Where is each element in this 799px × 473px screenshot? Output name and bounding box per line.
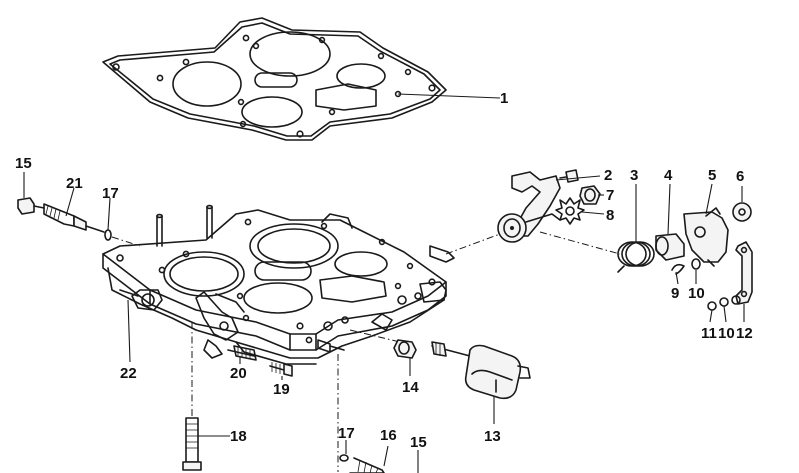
callout-labels: 1 2 7 8 3 4 5 6 9 10 11 10 12 15 21 17 2… [15, 90, 753, 451]
seal-part-14 [349, 329, 417, 359]
bushing-part-7 [579, 185, 601, 205]
callout-17-top: 17 [102, 185, 119, 202]
callout-6: 6 [736, 168, 744, 185]
callout-13: 13 [484, 428, 501, 445]
washer-part-10-top [691, 258, 701, 270]
adjust-screw-part-19 [269, 362, 293, 377]
washer-part-11 [707, 301, 717, 311]
callout-7: 7 [606, 187, 614, 204]
callout-12: 12 [736, 325, 753, 342]
callout-17-bottom: 17 [338, 425, 355, 442]
mixture-screw-part-21 [43, 203, 105, 233]
callout-10-bottom: 10 [718, 325, 735, 342]
callout-21: 21 [66, 175, 83, 192]
callout-19: 19 [273, 381, 290, 398]
adjust-screw-part-20 [227, 345, 257, 361]
callout-18: 18 [230, 428, 247, 445]
stud-part-bottom [317, 339, 345, 353]
washer-part-6 [732, 202, 752, 222]
return-spring-part-3 [539, 231, 655, 273]
needle-part-16 [349, 457, 385, 473]
callout-15-top: 15 [15, 155, 32, 172]
callout-4: 4 [664, 167, 673, 184]
callout-20: 20 [230, 365, 247, 382]
sleeve-part-4 [655, 233, 685, 261]
throttle-body-housing [102, 204, 455, 365]
callout-3: 3 [630, 167, 638, 184]
screw-part-15-top [17, 197, 45, 215]
callout-8: 8 [606, 207, 614, 224]
throttle-lever-part-22 [119, 289, 139, 297]
seal-ring-part-17-top [104, 229, 141, 247]
washer-part-10-bottom [719, 297, 729, 307]
washer-part-12-small [731, 295, 741, 305]
callout-16: 16 [380, 427, 397, 444]
callout-9: 9 [671, 285, 679, 302]
callout-10-top: 10 [688, 285, 705, 302]
callout-2: 2 [604, 167, 612, 184]
seal-ring-part-17-bottom [339, 454, 349, 462]
star-washer-part-8 [555, 197, 585, 225]
solenoid-valve-part-13 [431, 341, 531, 400]
leader-lines [23, 93, 745, 473]
callout-5: 5 [708, 167, 716, 184]
callout-14: 14 [402, 379, 419, 396]
clip-part-9 [671, 263, 685, 275]
callout-22: 22 [120, 365, 137, 382]
bolt-part-18 [182, 322, 202, 471]
gasket-part-1 [102, 17, 447, 141]
callout-11: 11 [701, 325, 717, 342]
callout-15-bottom: 15 [410, 434, 427, 451]
cam-lever-part-5 [683, 207, 729, 267]
link-rod-part-12 [735, 241, 753, 305]
callout-1: 1 [500, 90, 508, 107]
